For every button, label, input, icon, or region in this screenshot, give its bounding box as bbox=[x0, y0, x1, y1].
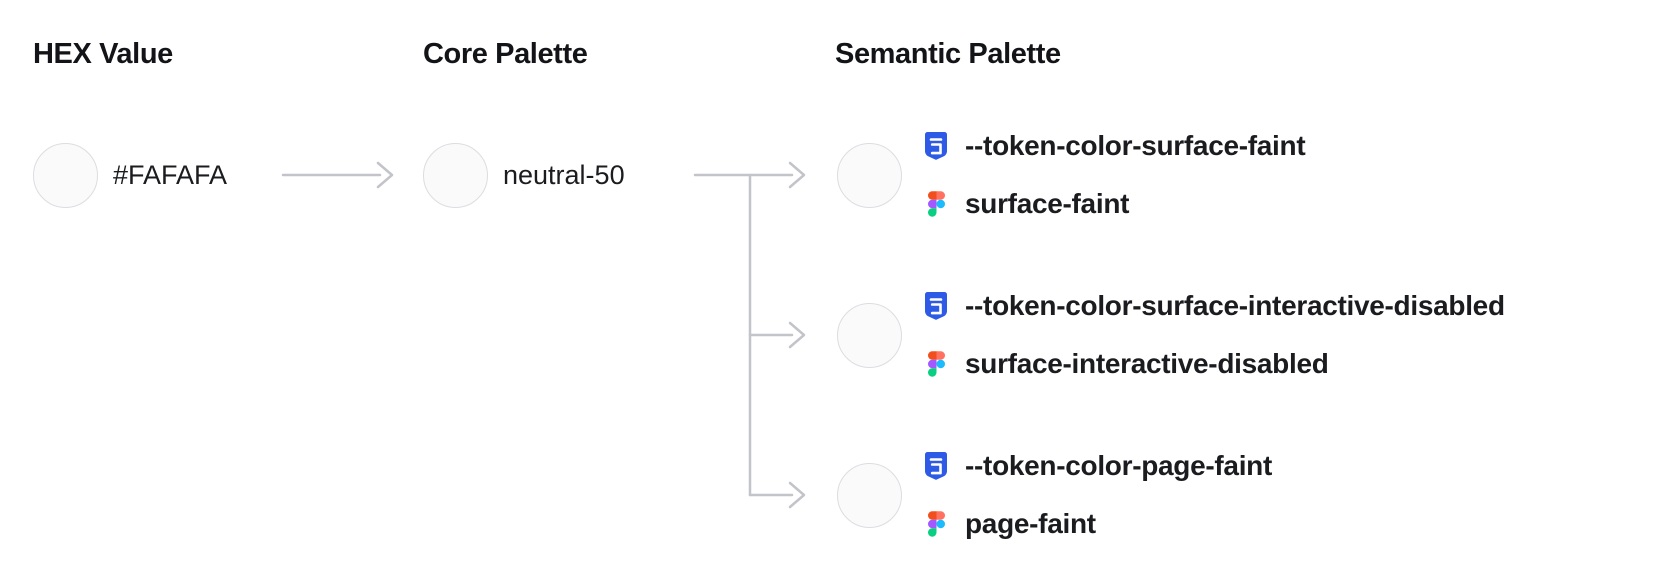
css3-shield-icon bbox=[923, 451, 949, 482]
semantic-row-lines: --token-color-surface-interactive-disabl… bbox=[923, 288, 1505, 382]
css-token-line: --token-color-page-faint bbox=[923, 448, 1272, 484]
figma-token-label: surface-faint bbox=[965, 188, 1130, 219]
branch-middle-arrowhead-icon bbox=[788, 321, 806, 349]
figma-token-line: surface-interactive-disabled bbox=[923, 346, 1505, 382]
core-palette-label: neutral-50 bbox=[503, 160, 625, 190]
semantic-row-lines: --token-color-page-faint page-faint bbox=[923, 448, 1272, 542]
semantic-row-surface-interactive-disabled: --token-color-surface-interactive-disabl… bbox=[837, 287, 1505, 383]
css-token-line: --token-color-surface-interactive-disabl… bbox=[923, 288, 1505, 324]
hex-value-node: #FAFAFA bbox=[33, 143, 227, 208]
figma-logo-icon bbox=[923, 351, 949, 377]
css-token-label: --token-color-surface-interactive-disabl… bbox=[965, 290, 1505, 321]
css3-shield-icon bbox=[923, 291, 949, 322]
figma-logo-icon bbox=[923, 191, 949, 217]
core-color-swatch bbox=[423, 143, 488, 208]
css-token-line: --token-color-surface-faint bbox=[923, 128, 1306, 164]
semantic-row-surface-faint: --token-color-surface-faint surface-fain… bbox=[837, 127, 1306, 223]
css3-shield-icon bbox=[923, 131, 949, 162]
hex-value-header: HEX Value bbox=[33, 38, 173, 70]
semantic-palette-header: Semantic Palette bbox=[835, 38, 1061, 70]
figma-token-label: page-faint bbox=[965, 508, 1096, 539]
core-palette-node: neutral-50 bbox=[423, 143, 625, 208]
arrow-hex-to-core-head-icon bbox=[376, 161, 394, 189]
semantic-row-lines: --token-color-surface-faint surface-fain… bbox=[923, 128, 1306, 222]
hex-color-swatch bbox=[33, 143, 98, 208]
figma-token-line: surface-faint bbox=[923, 186, 1305, 222]
core-palette-header: Core Palette bbox=[423, 38, 588, 70]
figma-token-line: page-faint bbox=[923, 506, 1272, 542]
figma-token-label: surface-interactive-disabled bbox=[965, 348, 1329, 379]
branch-bottom-arrowhead-icon bbox=[788, 481, 806, 509]
semantic-color-swatch bbox=[837, 142, 902, 208]
hex-value-label: #FAFAFA bbox=[113, 160, 228, 190]
branch-top-arrowhead-icon bbox=[788, 161, 806, 189]
semantic-row-page-faint: --token-color-page-faint page-faint bbox=[837, 447, 1272, 543]
figma-logo-icon bbox=[923, 511, 949, 537]
semantic-color-swatch bbox=[837, 302, 902, 368]
semantic-color-swatch bbox=[837, 462, 902, 528]
css-token-label: --token-color-surface-faint bbox=[965, 130, 1306, 161]
css-token-label: --token-color-page-faint bbox=[965, 450, 1273, 481]
